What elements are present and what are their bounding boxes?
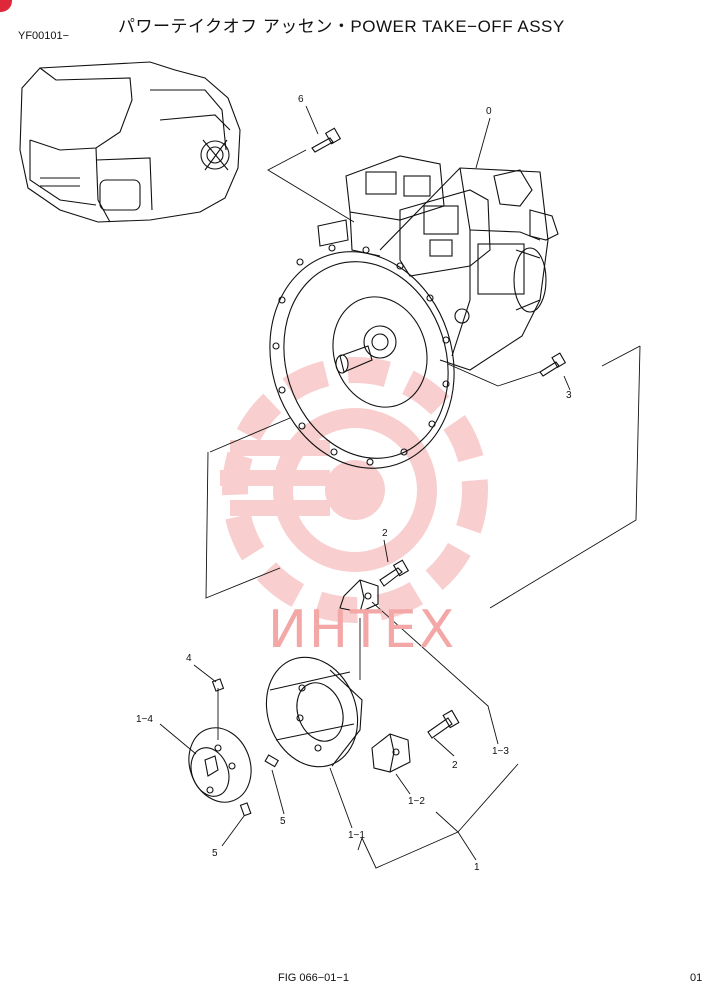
- leader-lines: [159, 105, 641, 869]
- watermark-gear-logo: [220, 357, 488, 623]
- callout-1: 1: [474, 862, 480, 873]
- callout-labels: 0 6 3 2 4 1−4 1−3 2 1−2 5 1−1 5 1: [136, 94, 572, 873]
- callout-6: 6: [298, 94, 304, 105]
- callout-2-lower: 2: [452, 760, 458, 771]
- callout-5-lower: 5: [212, 848, 218, 859]
- figure-number: FIG 066−01−1: [278, 972, 349, 984]
- callout-1-1: 1−1: [348, 830, 365, 841]
- callout-1-2: 1−2: [408, 796, 425, 807]
- coupling-parts: [188, 127, 567, 817]
- page-title: パワーテイクオフ アッセン・POWER TAKE−OFF ASSY: [118, 17, 565, 36]
- hydraulic-pump-assembly: [269, 155, 559, 469]
- callout-1-4: 1−4: [136, 714, 153, 725]
- callout-4: 4: [186, 653, 192, 664]
- machine-overview-drawing: [19, 61, 241, 223]
- callout-2-upper: 2: [382, 528, 388, 539]
- callout-5-upper: 5: [280, 816, 286, 827]
- callout-3: 3: [566, 390, 572, 401]
- callout-1-3: 1−3: [492, 746, 509, 757]
- watermark-text: ИНТЕХ: [268, 600, 457, 660]
- serial-range: YF00101−: [18, 30, 70, 42]
- callout-0: 0: [486, 106, 492, 117]
- page-number: 01: [690, 972, 703, 984]
